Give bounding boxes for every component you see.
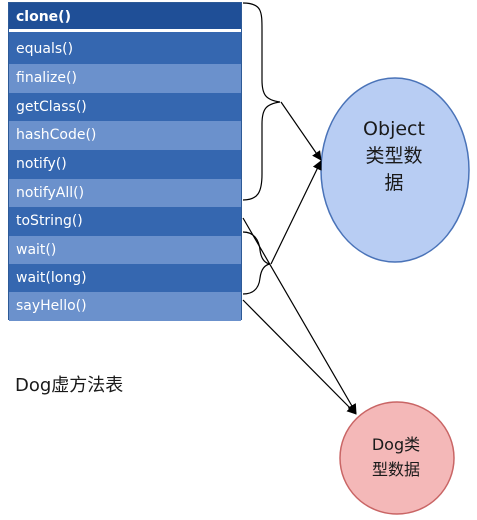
method-row-finalize: finalize() [9,64,241,93]
brace-top [242,2,281,201]
arrow-brace-bottom-to-object [270,160,322,265]
method-row-clone: clone() [9,3,241,32]
method-row-notifyall: notifyAll() [9,179,241,208]
object-node-label: Object 类型数 据 [328,116,460,197]
method-row-wait: wait() [9,236,241,265]
virtual-method-table: clone() equals() finalize() getClass() h… [8,2,242,321]
method-row-notify: notify() [9,150,241,179]
dog-node [339,401,455,515]
method-row-getclass: getClass() [9,93,241,122]
arrow-brace-top-to-object [280,101,322,161]
arrow-sayhello-to-dog [242,299,357,415]
dog-node-label-line1: Dog类 [371,435,421,454]
dog-node-label: Dog类 型数据 [348,432,444,482]
table-caption: Dog虚方法表 [15,375,124,396]
method-row-tostring: toString() [9,207,241,236]
object-node-label-line1: Object [363,118,425,140]
object-node-label-line2: 类型数 [365,145,423,167]
object-node-label-line3: 据 [384,172,404,194]
method-row-hashcode: hashCode() [9,121,241,150]
dog-node-label-line2: 型数据 [371,460,420,479]
arrow-tostring-to-dog [242,217,357,414]
method-row-sayhello: sayHello() [9,292,241,321]
method-row-wait-long: wait(long) [9,264,241,293]
method-row-equals: equals() [9,35,241,64]
